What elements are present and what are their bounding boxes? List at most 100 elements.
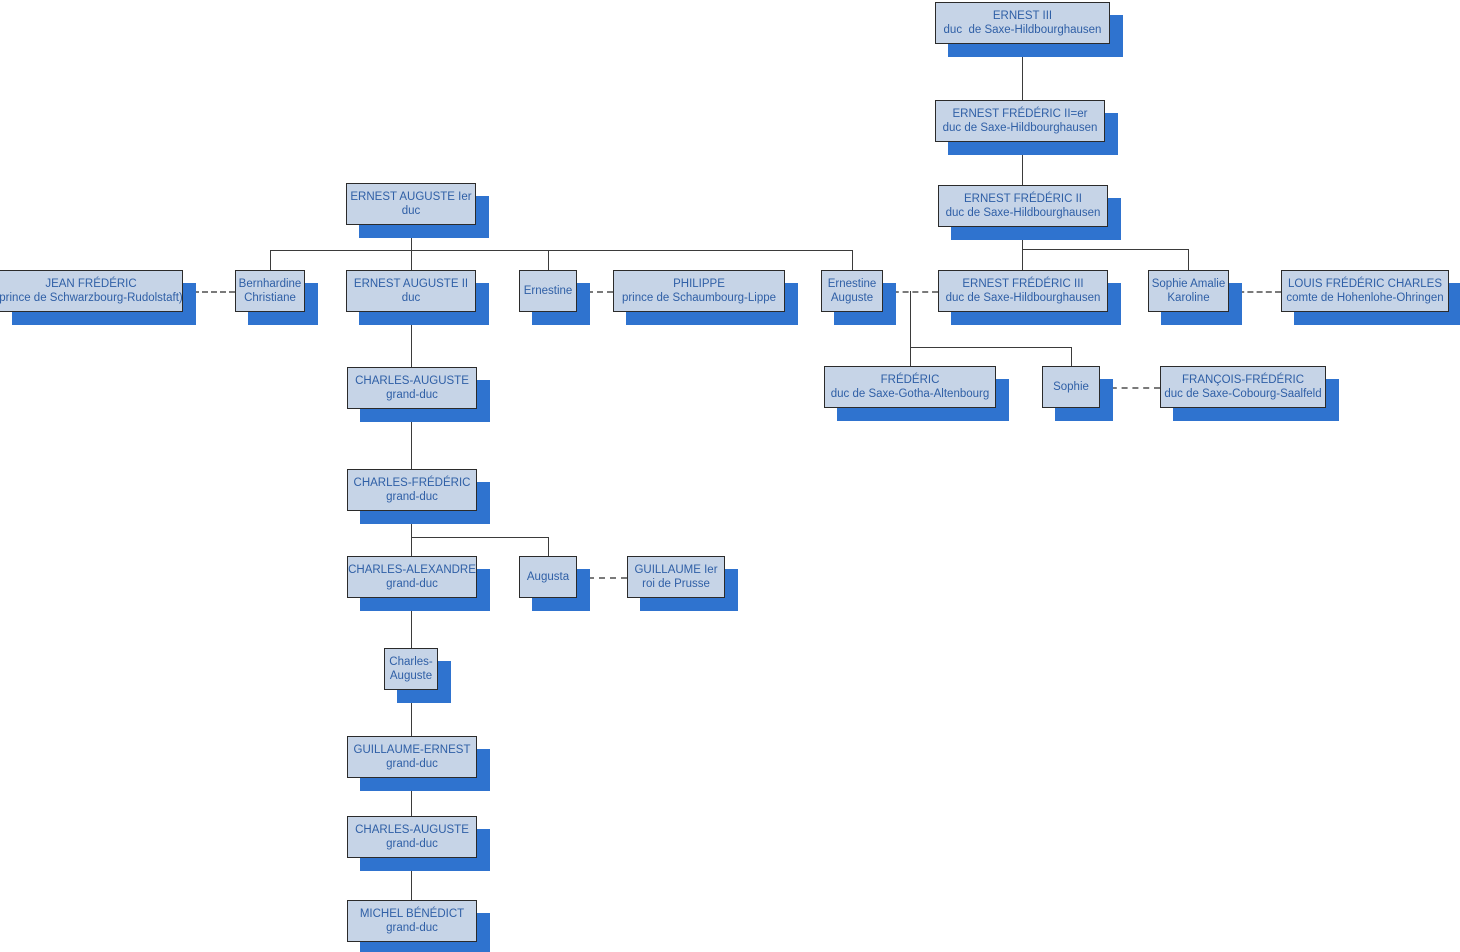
node-title: ERNEST FRÉDÉRIC II bbox=[964, 193, 1082, 205]
node-title: CHARLES-AUGUSTE bbox=[355, 375, 469, 387]
connector-ea1-drop-ernestine bbox=[548, 250, 549, 270]
node-title: ERNEST FRÉDÉRIC II=er bbox=[952, 108, 1088, 120]
node-ef3[interactable]: ERNEST FRÉDÉRIC III duc de Saxe-Hildbourg… bbox=[938, 270, 1108, 312]
node-title: GUILLAUME-ERNEST bbox=[353, 744, 471, 756]
marriage-link-augusta-guillaume1 bbox=[577, 577, 627, 579]
connector-ef2-drop-sophieamalie bbox=[1188, 249, 1189, 270]
node-ernestaug2[interactable]: ERNEST AUGUSTE II duc bbox=[346, 270, 476, 312]
node-title: Bernhardine bbox=[238, 278, 302, 290]
node-title: Charles- bbox=[389, 656, 433, 668]
node-title: JEAN FRÉDÉRIC bbox=[45, 278, 137, 290]
connector-gernest-to-charlesaug2 bbox=[411, 778, 412, 816]
marriage-link-ernestineaug-ef3 bbox=[883, 291, 938, 293]
node-subtitle: Karoline bbox=[1167, 292, 1210, 304]
connector-ef2-children-bus bbox=[1022, 249, 1189, 250]
connector-ea2-to-charlesaug1 bbox=[411, 312, 412, 367]
node-title: CHARLES-AUGUSTE bbox=[355, 824, 469, 836]
connector-ef3-drop-sophie bbox=[1071, 347, 1072, 366]
node-ef2[interactable]: ERNEST FRÉDÉRIC II duc de Saxe-Hildbourgh… bbox=[938, 185, 1108, 227]
node-charlesaug2[interactable]: CHARLES-AUGUSTE grand-duc bbox=[347, 816, 477, 858]
node-subtitle: grand-duc bbox=[386, 578, 438, 590]
node-subtitle: grand-duc bbox=[386, 758, 438, 770]
node-title: ERNEST FRÉDÉRIC III bbox=[962, 278, 1084, 290]
node-subtitle: duc de Saxe-Cobourg-Saalfeld bbox=[1164, 388, 1322, 400]
connector-ef2er-to-ef2 bbox=[1022, 142, 1023, 185]
node-title: CHARLES-ALEXANDRE bbox=[348, 564, 476, 576]
node-subtitle: grand-duc bbox=[386, 922, 438, 934]
node-title: Ernestine bbox=[523, 285, 573, 297]
node-title: PHILIPPE bbox=[673, 278, 725, 290]
node-subtitle: duc bbox=[401, 292, 421, 304]
node-subtitle: grand-duc bbox=[386, 491, 438, 503]
connector-ea1-drop-ernestineaug bbox=[852, 250, 853, 270]
node-subtitle: duc de Saxe-Gotha-Altenbourg bbox=[830, 388, 990, 400]
node-subtitle: comte de Hohenlohe-Ohringen bbox=[1286, 292, 1444, 304]
node-augusta[interactable]: Augusta bbox=[519, 556, 577, 598]
node-title: ERNEST AUGUSTE II bbox=[353, 278, 469, 290]
node-subtitle: prince de Schaumbourg-Lippe bbox=[621, 292, 777, 304]
node-subtitle: duc de Saxe-Hildbourghausen bbox=[943, 24, 1102, 36]
node-title: Sophie Amalie bbox=[1151, 278, 1226, 290]
node-title: FRÉDÉRIC bbox=[880, 374, 940, 386]
connector-charlesfred-children-bus bbox=[411, 537, 549, 538]
node-francoisfred[interactable]: FRANÇOIS-FRÉDÉRIC duc de Saxe-Cobourg-Saa… bbox=[1160, 366, 1326, 408]
node-charlesaug1[interactable]: CHARLES-AUGUSTE grand-duc bbox=[347, 367, 477, 409]
node-subtitle: duc de Saxe-Hildbourghausen bbox=[942, 122, 1098, 134]
node-ernest3[interactable]: ERNEST III duc de Saxe-Hildbourghausen bbox=[935, 2, 1110, 44]
connector-charlesfred-drop-alex bbox=[411, 537, 412, 556]
node-subtitle: grand-duc bbox=[386, 389, 438, 401]
node-title: LOUIS FRÉDÉRIC CHARLES bbox=[1287, 278, 1442, 290]
connector-ea1-drop-ea2 bbox=[411, 250, 412, 270]
node-jeanfrederic[interactable]: JEAN FRÉDÉRIC prince de Schwarzbourg-Rudo… bbox=[0, 270, 183, 312]
connector-charlesaugboy-to-gernest bbox=[411, 690, 412, 736]
node-title: Ernestine bbox=[827, 278, 877, 290]
node-subtitle: grand-duc bbox=[386, 838, 438, 850]
node-title: ERNEST III bbox=[992, 10, 1053, 22]
node-title: CHARLES-FRÉDÉRIC bbox=[353, 477, 471, 489]
node-michelbenedict[interactable]: MICHEL BÉNÉDICT grand-duc bbox=[347, 900, 477, 942]
node-charlesfred[interactable]: CHARLES-FRÉDÉRIC grand-duc bbox=[347, 469, 477, 511]
node-subtitle: roi de Prusse bbox=[642, 578, 710, 590]
node-charlesaugboy[interactable]: Charles-Auguste bbox=[384, 648, 438, 690]
marriage-link-sophieamalie-louisfc bbox=[1229, 291, 1281, 293]
connector-charlesaug1-to-charlesfred bbox=[411, 409, 412, 469]
node-subtitle: prince de Schwarzbourg-Rudolstaft) bbox=[0, 292, 183, 304]
connector-ef3-children-bus bbox=[910, 347, 1072, 348]
node-title: MICHEL BÉNÉDICT bbox=[359, 908, 465, 920]
marriage-link-ernestine-philippe bbox=[577, 291, 613, 293]
connector-charlesfred-drop-augusta bbox=[548, 537, 549, 556]
connector-ernest3-to-ef2er bbox=[1022, 44, 1023, 100]
connector-ef3-marriage-stem bbox=[910, 291, 911, 347]
marriage-link-sophie-francoisfred bbox=[1100, 387, 1160, 389]
node-louisfc[interactable]: LOUIS FRÉDÉRIC CHARLES comte de Hohenlohe… bbox=[1281, 270, 1449, 312]
connector-ef3-drop-frederic bbox=[910, 347, 911, 366]
node-frederic[interactable]: FRÉDÉRIC duc de Saxe-Gotha-Altenbourg bbox=[824, 366, 996, 408]
node-subtitle: duc de Saxe-Hildbourghausen bbox=[945, 292, 1101, 304]
node-subtitle: duc de Saxe-Hildbourghausen bbox=[945, 207, 1101, 219]
node-ef2er[interactable]: ERNEST FRÉDÉRIC II=er duc de Saxe-Hildbou… bbox=[935, 100, 1105, 142]
node-title: Augusta bbox=[526, 571, 570, 583]
node-subtitle: Auguste bbox=[830, 292, 874, 304]
connector-ef2-drop-ef3 bbox=[1022, 249, 1023, 270]
node-title: Sophie bbox=[1053, 381, 1089, 393]
connector-charlesfred-stem-down bbox=[411, 511, 412, 537]
node-philippe[interactable]: PHILIPPE prince de Schaumbourg-Lippe bbox=[613, 270, 785, 312]
node-ernestaug1[interactable]: ERNEST AUGUSTE Ier duc bbox=[346, 183, 476, 225]
node-title: ERNEST AUGUSTE Ier bbox=[350, 191, 472, 203]
node-title: FRANÇOIS-FRÉDÉRIC bbox=[1181, 374, 1305, 386]
node-sophie[interactable]: Sophie bbox=[1042, 366, 1100, 408]
node-subtitle: duc bbox=[401, 205, 421, 217]
node-charlesalex[interactable]: CHARLES-ALEXANDRE grand-duc bbox=[347, 556, 477, 598]
connector-ea1-children-bus bbox=[270, 250, 853, 251]
node-title: GUILLAUME Ier bbox=[634, 564, 718, 576]
node-guillaumeernest[interactable]: GUILLAUME-ERNEST grand-duc bbox=[347, 736, 477, 778]
connector-charlesaug2-to-michel bbox=[411, 858, 412, 900]
node-ernestine[interactable]: Ernestine bbox=[519, 270, 577, 312]
node-guillaume1[interactable]: GUILLAUME Ier roi de Prusse bbox=[627, 556, 725, 598]
connector-alex-to-charlesaugboy bbox=[411, 598, 412, 648]
marriage-link-jeanfrederic-bernhardine bbox=[184, 291, 235, 293]
